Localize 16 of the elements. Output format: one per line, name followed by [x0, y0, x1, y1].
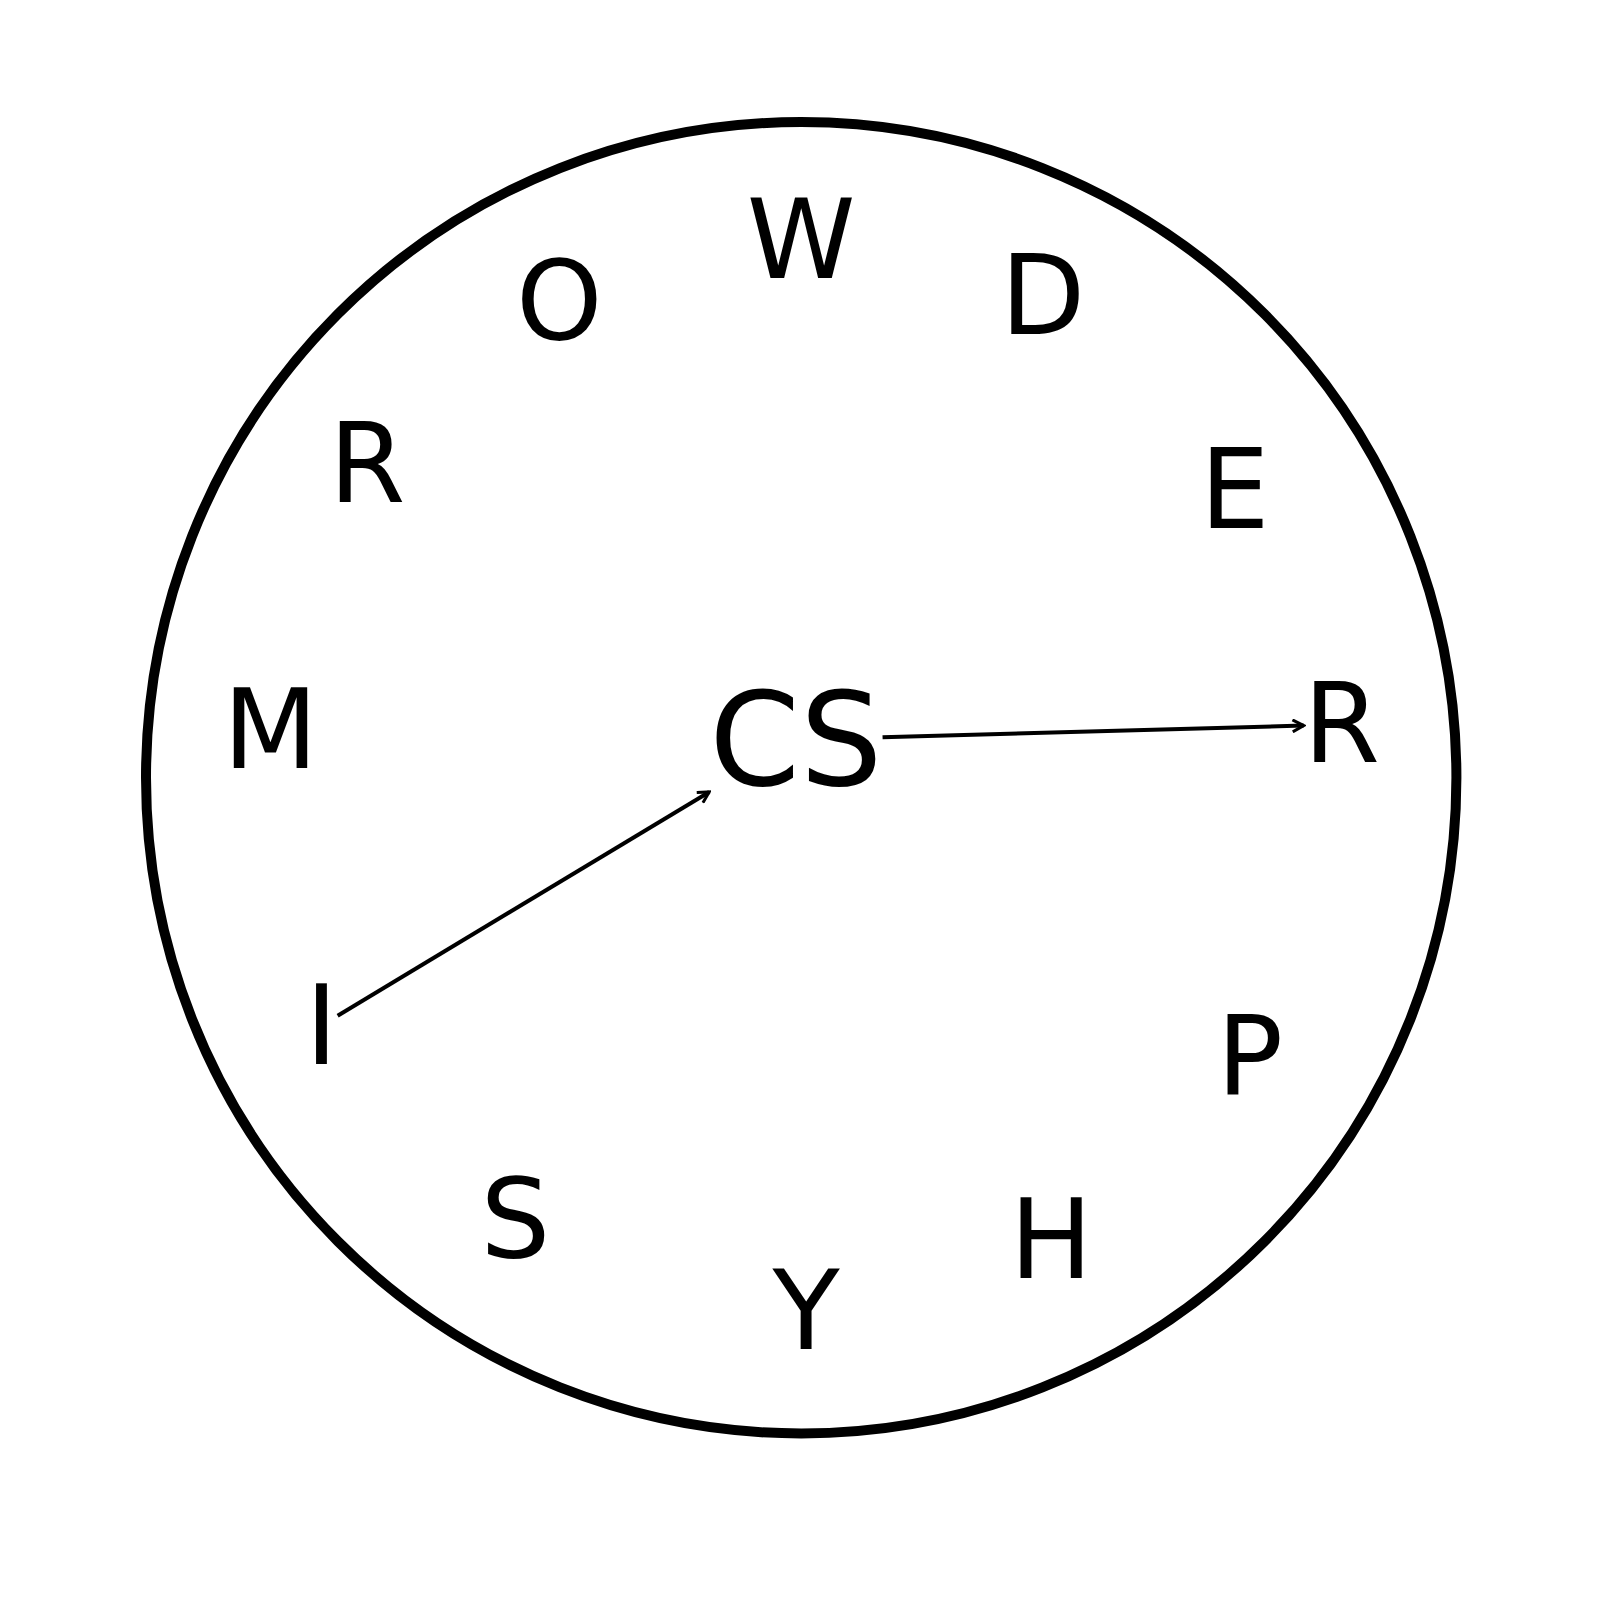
- letter-label: E: [1199, 434, 1270, 545]
- letter-label: R: [1303, 669, 1381, 780]
- letter-label: I: [305, 970, 338, 1081]
- arrow: [882, 718, 1306, 740]
- letter-label: M: [222, 674, 318, 785]
- letter-label: H: [1009, 1184, 1093, 1295]
- arrow: [336, 790, 711, 1018]
- letter-label: P: [1216, 1001, 1284, 1112]
- letter-label: W: [746, 184, 856, 295]
- clock-face-circle: [140, 117, 1462, 1439]
- letter-label: R: [329, 409, 406, 520]
- letter-label: D: [1000, 240, 1086, 351]
- letter-label: S: [480, 1164, 551, 1275]
- letter-label: O: [515, 246, 603, 356]
- center-label: CS: [709, 674, 883, 805]
- letter-label: Y: [772, 1256, 840, 1367]
